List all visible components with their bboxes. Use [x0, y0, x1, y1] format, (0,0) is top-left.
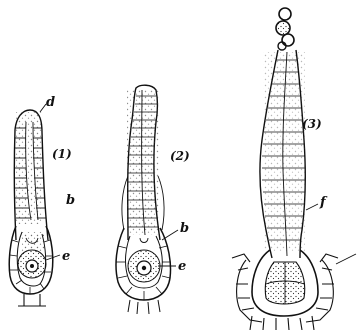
label-b-stage-1: b: [66, 193, 75, 208]
archegonium-stage-3: [232, 8, 356, 330]
label-e-stage-1: e: [62, 249, 70, 264]
label-b-stage-2: b: [180, 221, 189, 236]
label-f: f: [319, 195, 328, 210]
label-d: d: [46, 95, 55, 110]
archegonium-stage-2: [116, 85, 178, 314]
label-stage-3: (3): [302, 117, 322, 131]
label-e-stage-2: e: [178, 259, 186, 274]
label-stage-1: (1): [52, 147, 72, 161]
archegonium-stage-1: [9, 104, 60, 306]
label-stage-2: (2): [170, 149, 190, 163]
